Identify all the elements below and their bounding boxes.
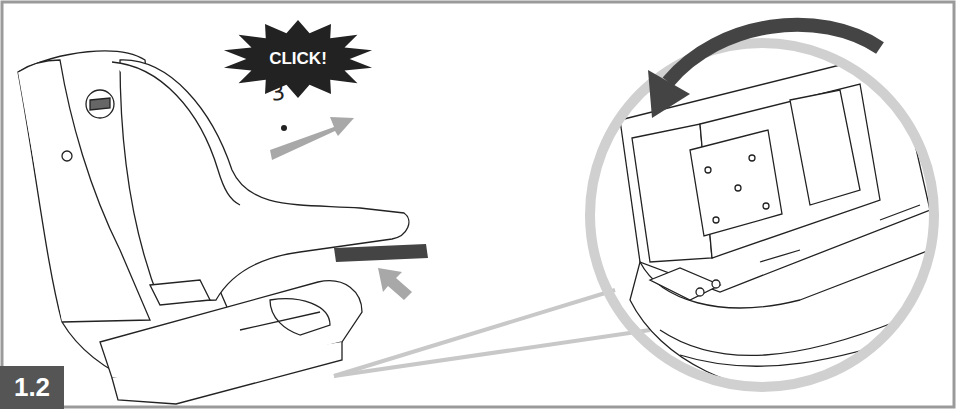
number-dot bbox=[281, 125, 287, 131]
zoomed-latch bbox=[620, 62, 940, 392]
car-seat bbox=[18, 51, 409, 404]
release-bar bbox=[334, 244, 428, 262]
rotation-arrow bbox=[668, 25, 880, 82]
figure-number: 1.2 bbox=[14, 372, 50, 403]
zoom-circle bbox=[590, 43, 934, 387]
click-burst: CLICK! bbox=[222, 20, 374, 98]
rotation-arrowhead bbox=[648, 70, 690, 118]
push-arrow bbox=[378, 268, 412, 300]
motion-arrow bbox=[270, 117, 354, 160]
sound-effect-text: CLICK! bbox=[269, 49, 327, 69]
zoom-leader bbox=[334, 290, 615, 376]
zoom-leader bbox=[334, 330, 650, 376]
figure-number-tag: 1.2 bbox=[0, 366, 64, 409]
